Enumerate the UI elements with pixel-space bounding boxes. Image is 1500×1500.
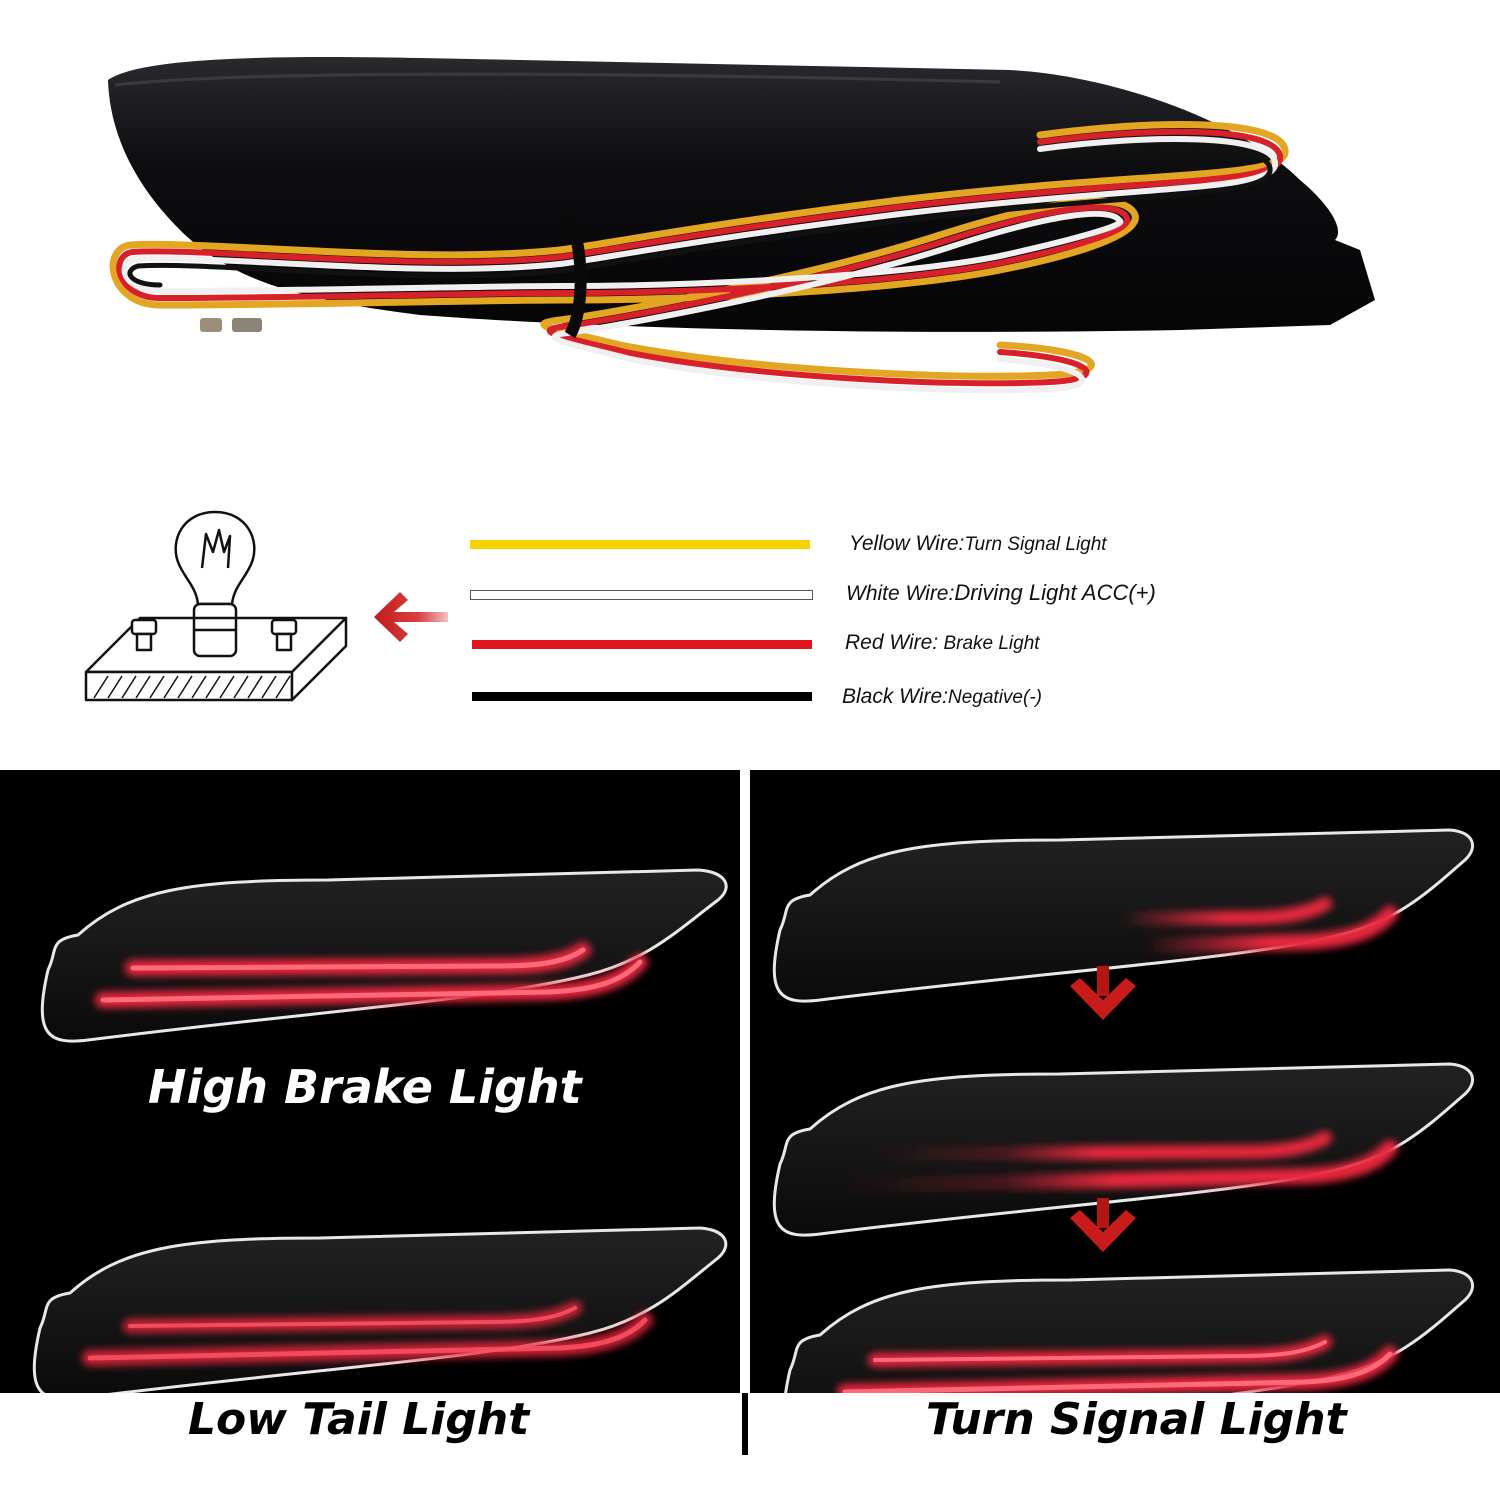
yellow-wire-line: [470, 540, 810, 549]
low-tail-lamp: [32, 1226, 728, 1393]
caption-divider: [742, 1393, 748, 1455]
panel-divider: [740, 770, 750, 1393]
wire-name: Black Wire:: [842, 685, 948, 708]
arrow-left-icon: [374, 592, 448, 642]
wire-name: Yellow Wire:: [849, 532, 965, 555]
red-wire-label: Red Wire: Brake Light: [845, 631, 1040, 655]
turn-signal-lamp-step-2: [772, 1062, 1475, 1237]
high-brake-lamp: [40, 868, 728, 1043]
black-wire-line: [472, 692, 812, 701]
turn-signal-light-caption: Turn Signal Light: [926, 1394, 1347, 1445]
product-photo: [108, 57, 1375, 394]
turn-signal-lamp-step-1: [772, 828, 1475, 1003]
bulb-socket-icon: [84, 510, 348, 702]
arrow-down-icon: [1070, 966, 1136, 1020]
wire-name: Red Wire:: [845, 631, 939, 654]
white-wire-label: White Wire:Driving Light ACC(+): [846, 580, 1156, 606]
high-brake-light-caption: High Brake Light: [148, 1060, 582, 1114]
wire-function: Turn Signal Light: [964, 534, 1107, 555]
red-wire-line: [472, 640, 812, 649]
turn-signal-lamp-step-3: [784, 1268, 1475, 1393]
lamp-illustrations: [32, 828, 1475, 1393]
black-wire-label: Black Wire:Negative(-): [842, 685, 1042, 709]
wire-function: Driving Light ACC(+): [954, 580, 1156, 605]
arrow-down-icon: [1070, 1198, 1136, 1252]
wire-name: White Wire:: [846, 582, 955, 605]
white-wire-line: [470, 590, 813, 600]
wire-function: Negative(-): [948, 687, 1042, 708]
wire-function: Brake Light: [938, 633, 1040, 654]
low-tail-light-caption: Low Tail Light: [188, 1394, 530, 1445]
yellow-wire-label: Yellow Wire:Turn Signal Light: [849, 532, 1107, 556]
